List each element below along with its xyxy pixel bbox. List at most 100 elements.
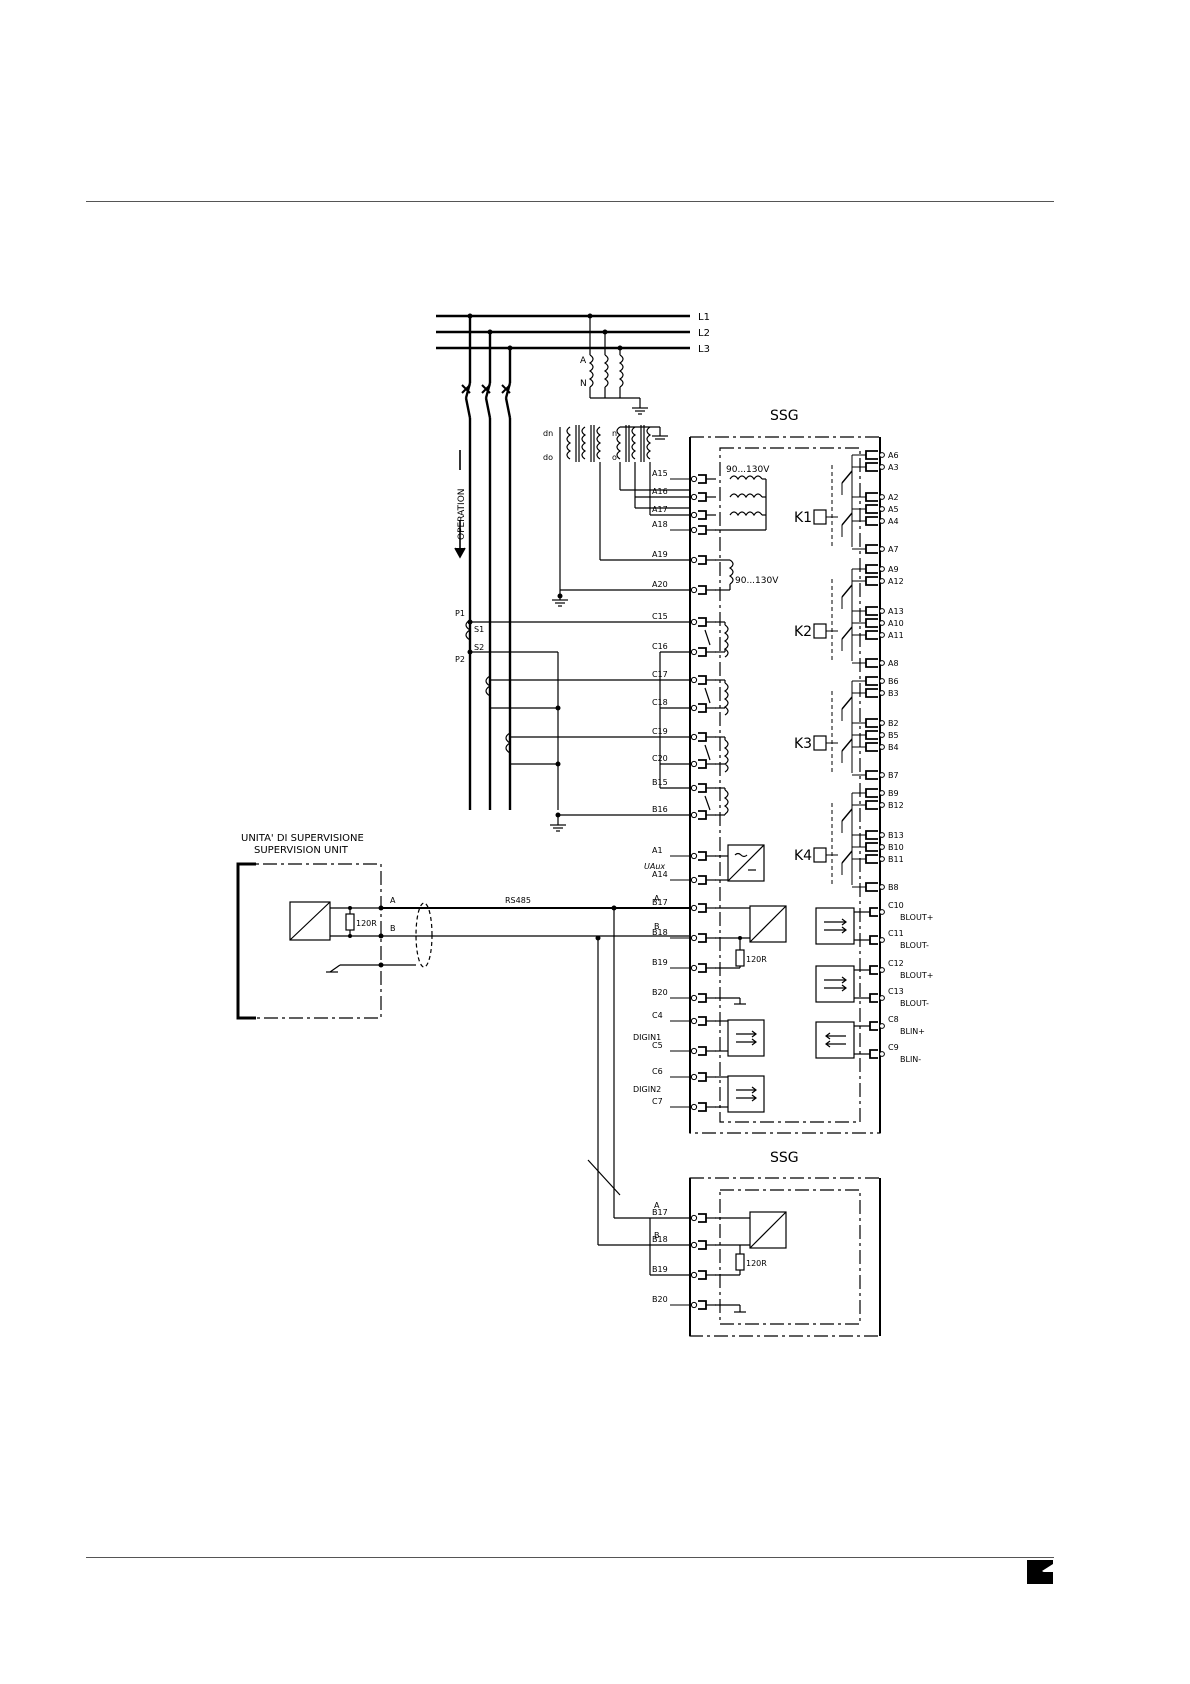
block-label-2: BLOUT+ bbox=[900, 971, 933, 980]
terminal-label-a10: A10 bbox=[888, 619, 904, 628]
ssg-left-terminals bbox=[670, 474, 716, 1112]
label-vt-a: A bbox=[580, 356, 587, 366]
terminal-label-b4: B4 bbox=[888, 743, 899, 752]
supervision-enclosure bbox=[236, 862, 382, 1020]
terminal-label-a6: A6 bbox=[888, 451, 899, 460]
terminal-label-b11: B11 bbox=[888, 855, 904, 864]
label-p1: P1 bbox=[455, 609, 465, 618]
terminal-label-c17: C17 bbox=[652, 670, 668, 679]
second-terminal-label-b19: B19 bbox=[652, 1265, 668, 1274]
terminal-label-c12: C12 bbox=[888, 959, 904, 968]
terminal-label-c15: C15 bbox=[652, 612, 668, 621]
breaker-marks bbox=[461, 384, 511, 394]
terminal-label-b3: B3 bbox=[888, 689, 899, 698]
terminal-label-a9: A9 bbox=[888, 565, 899, 574]
label-dn: dn bbox=[543, 429, 553, 438]
terminal-label-a12: A12 bbox=[888, 577, 904, 586]
terminal-label-b13: B13 bbox=[888, 831, 904, 840]
terminal-label-a15: A15 bbox=[652, 469, 668, 478]
terminal-label-c7: C7 bbox=[652, 1097, 663, 1106]
terminal-label-a20: A20 bbox=[652, 580, 668, 589]
feeder-conductors bbox=[464, 316, 512, 810]
terminal-label-a1: A1 bbox=[652, 846, 663, 855]
block-io-converters bbox=[815, 907, 870, 1059]
label-p2: P2 bbox=[455, 655, 465, 664]
terminal-label-a7: A7 bbox=[888, 545, 899, 554]
terminal-label-b7: B7 bbox=[888, 771, 899, 780]
terminal-label-c19: C19 bbox=[652, 727, 668, 736]
terminal-label-a4: A4 bbox=[888, 517, 899, 526]
label-main-a: A bbox=[654, 894, 660, 903]
second-terminal-label-b17: B17 bbox=[652, 1208, 668, 1217]
relay-label-k1: K1 bbox=[794, 510, 812, 526]
top-rule bbox=[86, 201, 1054, 202]
terminal-label-c5: C5 bbox=[652, 1041, 663, 1050]
label-uaux: UAux bbox=[644, 862, 665, 871]
label-main-resistor: 120R bbox=[746, 955, 767, 964]
terminal-label-b15: B15 bbox=[652, 778, 668, 787]
terminal-label-a18: A18 bbox=[652, 520, 668, 529]
terminal-label-b20: B20 bbox=[652, 988, 668, 997]
phase-bus bbox=[436, 314, 690, 350]
label-n-small: n bbox=[612, 429, 617, 438]
terminal-label-c16: C16 bbox=[652, 642, 668, 651]
block-label-0: BLOUT+ bbox=[900, 913, 933, 922]
label-voltage-1: 90...130V bbox=[726, 465, 770, 475]
supervision-b: B bbox=[390, 924, 396, 933]
terminal-label-b18: B18 bbox=[652, 928, 668, 937]
terminal-label-a19: A19 bbox=[652, 550, 668, 559]
terminal-label-c13: C13 bbox=[888, 987, 904, 996]
relay-label-k2: K2 bbox=[794, 624, 812, 640]
block-label-3: BLOUT- bbox=[900, 999, 929, 1008]
terminal-label-b12: B12 bbox=[888, 801, 904, 810]
terminal-label-c11: C11 bbox=[888, 929, 904, 938]
current-transformers bbox=[465, 619, 690, 832]
terminal-label-b2: B2 bbox=[888, 719, 899, 728]
digin-inputs bbox=[715, 1019, 765, 1113]
terminal-label-a14: A14 bbox=[652, 870, 668, 879]
ssg-main-title: SSG bbox=[770, 408, 799, 424]
terminal-label-a5: A5 bbox=[888, 505, 899, 514]
label-operation: OPERATION bbox=[457, 488, 467, 540]
ssg-second-terminals bbox=[670, 1213, 716, 1310]
terminal-label-c6: C6 bbox=[652, 1067, 663, 1076]
terminal-label-a3: A3 bbox=[888, 463, 899, 472]
supervision-title-en: SUPERVISION UNIT bbox=[254, 845, 349, 856]
terminal-label-b16: B16 bbox=[652, 805, 668, 814]
terminal-label-a2: A2 bbox=[888, 493, 899, 502]
terminal-label-a8: A8 bbox=[888, 659, 899, 668]
output-relays bbox=[813, 455, 853, 885]
supervision-title-it: UNITA' DI SUPERVISIONE bbox=[241, 833, 364, 844]
terminal-label-c4: C4 bbox=[652, 1011, 663, 1020]
block-label-1: BLOUT- bbox=[900, 941, 929, 950]
rs485-bus bbox=[381, 902, 690, 1246]
label-rs485: RS485 bbox=[505, 896, 531, 905]
ssg-second-enclosure bbox=[689, 1177, 881, 1337]
terminal-label-a13: A13 bbox=[888, 607, 904, 616]
label-digin1: DIGIN1 bbox=[633, 1033, 661, 1042]
terminal-label-c18: C18 bbox=[652, 698, 668, 707]
second-terminal-label-b20: B20 bbox=[652, 1295, 668, 1304]
label-l2: L2 bbox=[698, 328, 710, 339]
aux-supply-converter bbox=[715, 844, 765, 882]
supervision-a: A bbox=[390, 896, 396, 905]
terminal-label-b19: B19 bbox=[652, 958, 668, 967]
operation-arrow-icon bbox=[454, 450, 466, 559]
voltage-transformer-top bbox=[588, 316, 648, 415]
terminal-label-c8: C8 bbox=[888, 1015, 899, 1024]
terminal-label-b10: B10 bbox=[888, 843, 904, 852]
block-label-4: BLIN+ bbox=[900, 1027, 925, 1036]
label-s2: S2 bbox=[474, 643, 484, 652]
ssg-right-terminals bbox=[852, 450, 885, 1059]
terminal-label-b6: B6 bbox=[888, 677, 899, 686]
ssg-second-title: SSG bbox=[770, 1150, 799, 1166]
terminal-label-b8: B8 bbox=[888, 883, 899, 892]
second-terminal-label-b18: B18 bbox=[652, 1235, 668, 1244]
label-o-small: o bbox=[612, 453, 617, 462]
relay-label-k4: K4 bbox=[794, 848, 812, 864]
rs485-converter-main bbox=[715, 905, 787, 1005]
label-l3: L3 bbox=[698, 344, 710, 355]
label-voltage-2: 90...130V bbox=[735, 576, 779, 586]
company-logo-icon bbox=[1027, 1560, 1053, 1584]
